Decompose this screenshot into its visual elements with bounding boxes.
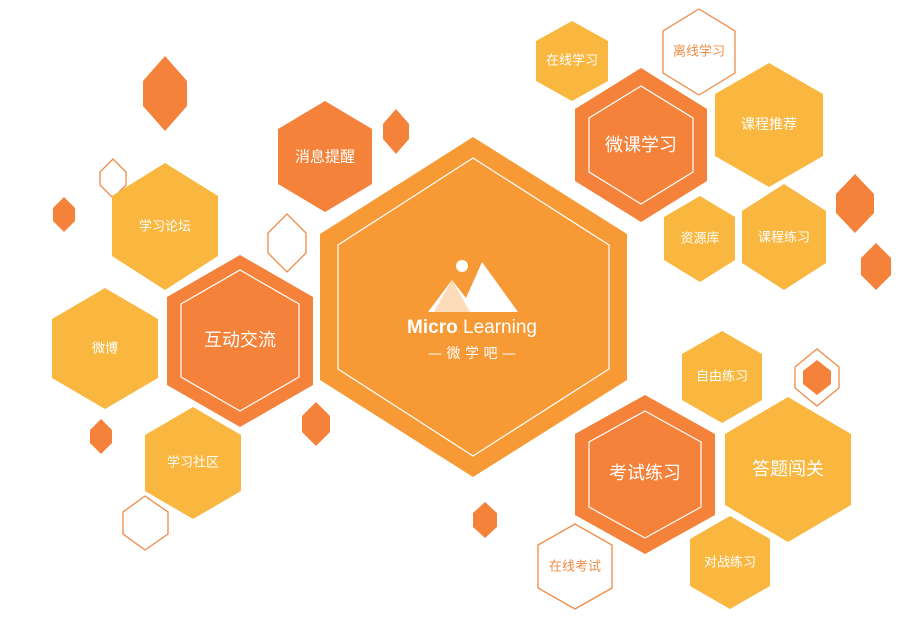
module-hex-ziyou-lianxi[interactable]: 自由练习 bbox=[682, 331, 762, 423]
module-hex-weike-xuexi[interactable]: 微课学习 bbox=[575, 68, 707, 222]
decor-hex bbox=[143, 56, 187, 131]
module-label: 考试练习 bbox=[609, 463, 681, 484]
module-label: 答题闯关 bbox=[752, 459, 824, 480]
decor-hex bbox=[122, 495, 169, 551]
decor-hex bbox=[836, 174, 874, 233]
module-hex-xuexi-shequ[interactable]: 学习社区 bbox=[145, 407, 241, 519]
decor-hexagons bbox=[53, 56, 891, 551]
module-hex-lixian-xuexi[interactable]: 离线学习 bbox=[662, 8, 736, 96]
mountain-sun-icon bbox=[428, 260, 518, 312]
module-hex-ziyuanku[interactable]: 资源库 bbox=[664, 196, 735, 282]
decor-hex bbox=[90, 419, 112, 454]
decor-hex bbox=[267, 213, 307, 273]
module-label: 互动交流 bbox=[204, 330, 276, 351]
module-label: 资源库 bbox=[680, 231, 719, 247]
module-label: 课程练习 bbox=[758, 231, 810, 246]
module-label: 课程推荐 bbox=[741, 117, 797, 133]
brand-subtitle: — 微 学 吧 — bbox=[428, 346, 516, 362]
brand-name: Micro Learning bbox=[407, 317, 537, 338]
decor-hex bbox=[861, 243, 891, 290]
module-label: 消息提醒 bbox=[295, 148, 355, 166]
decor-hex-outlined-filled bbox=[794, 348, 840, 407]
module-label: 离线学习 bbox=[673, 44, 725, 60]
module-hex-kaoshi-lianxi[interactable]: 考试练习 bbox=[575, 395, 715, 554]
module-label: 学习社区 bbox=[167, 455, 219, 471]
center-hexagon: Micro Learning — 微 学 吧 — bbox=[320, 137, 627, 477]
module-hex-hudong-jiaoliu[interactable]: 互动交流 bbox=[167, 255, 313, 427]
module-label: 在线考试 bbox=[549, 560, 601, 575]
decor-hex bbox=[383, 109, 409, 154]
module-hex-weibo[interactable]: 微博 bbox=[52, 288, 158, 409]
module-label: 学习论坛 bbox=[139, 219, 191, 235]
module-hex-dati-chuangguan[interactable]: 答题闯关 bbox=[725, 397, 851, 542]
module-hex-kecheng-tuijian[interactable]: 课程推荐 bbox=[715, 63, 823, 187]
module-hex-kecheng-lianxi[interactable]: 课程练习 bbox=[742, 184, 826, 290]
module-label: 微课学习 bbox=[605, 135, 677, 156]
module-label: 微博 bbox=[92, 342, 118, 357]
module-hex-zaixian-xuexi[interactable]: 在线学习 bbox=[536, 21, 608, 101]
module-label: 在线学习 bbox=[546, 53, 598, 69]
module-hex-zaixian-kaoshi[interactable]: 在线考试 bbox=[537, 523, 613, 610]
module-hex-xiaoxi-tixing[interactable]: 消息提醒 bbox=[278, 101, 372, 212]
module-label: 自由练习 bbox=[696, 370, 748, 385]
decor-hex bbox=[302, 402, 330, 446]
module-hex-duizhan-lianxi[interactable]: 对战练习 bbox=[690, 516, 770, 609]
decor-hex bbox=[473, 502, 497, 538]
module-label: 对战练习 bbox=[704, 556, 756, 571]
decor-hex bbox=[53, 197, 75, 232]
module-hex-xuexi-luntan[interactable]: 学习论坛 bbox=[112, 163, 218, 290]
